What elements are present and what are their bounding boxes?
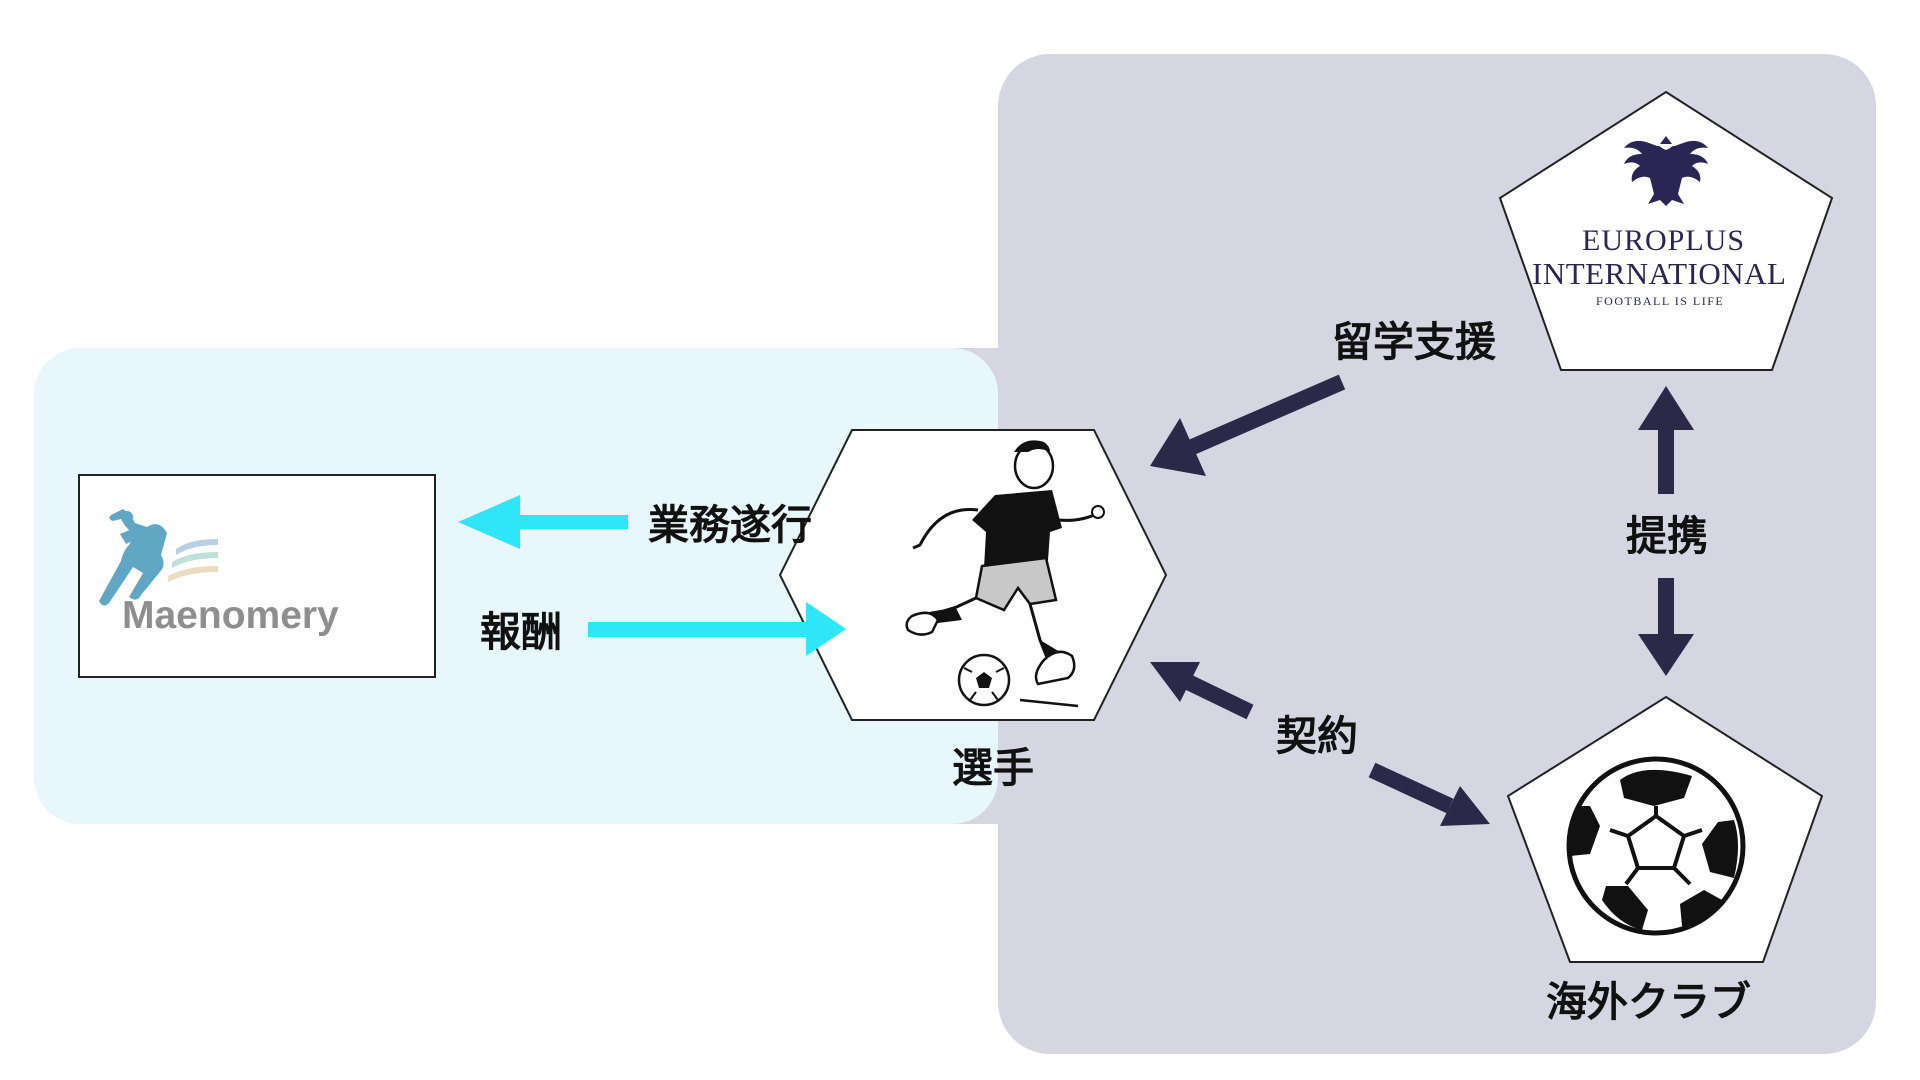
soccer-player-icon xyxy=(905,440,1105,708)
compensation-label: 報酬 xyxy=(480,608,562,656)
duties-arrow xyxy=(458,495,628,549)
duties-label: 業務遂行 xyxy=(648,501,812,549)
agency-logo-line1: EUROPLUS xyxy=(1582,224,1746,257)
panel-corner xyxy=(952,778,998,824)
compensation-arrow xyxy=(588,602,846,656)
player-label: 選手 xyxy=(952,744,1034,792)
runner-icon xyxy=(99,509,167,606)
club-node xyxy=(1506,695,1824,963)
contract-label: 契約 xyxy=(1276,712,1358,760)
partnership-label: 提携 xyxy=(1626,512,1708,560)
study-support-label: 留学支援 xyxy=(1332,318,1496,366)
company-node xyxy=(78,474,436,678)
agency-node xyxy=(1498,90,1834,371)
wave-icon xyxy=(168,539,218,582)
study-support-arrow xyxy=(1150,374,1346,476)
player-hexagon xyxy=(778,429,1168,721)
company-logo-text: Maenomery xyxy=(122,594,339,637)
player-node xyxy=(778,429,1168,721)
soccer-ball-icon xyxy=(1566,756,1746,936)
panel-corner xyxy=(952,348,998,394)
eagle-crest-icon xyxy=(1624,136,1708,206)
contract-arrow xyxy=(1150,662,1490,826)
company-box xyxy=(78,474,436,678)
partnership-arrow xyxy=(1638,386,1694,676)
agency-logo-line2: INTERNATIONAL xyxy=(1532,256,1787,291)
club-label: 海外クラブ xyxy=(1546,978,1751,1026)
agency-pentagon xyxy=(1498,90,1834,371)
agency-logo-line3: FOOTBALL IS LIFE xyxy=(1596,294,1725,308)
